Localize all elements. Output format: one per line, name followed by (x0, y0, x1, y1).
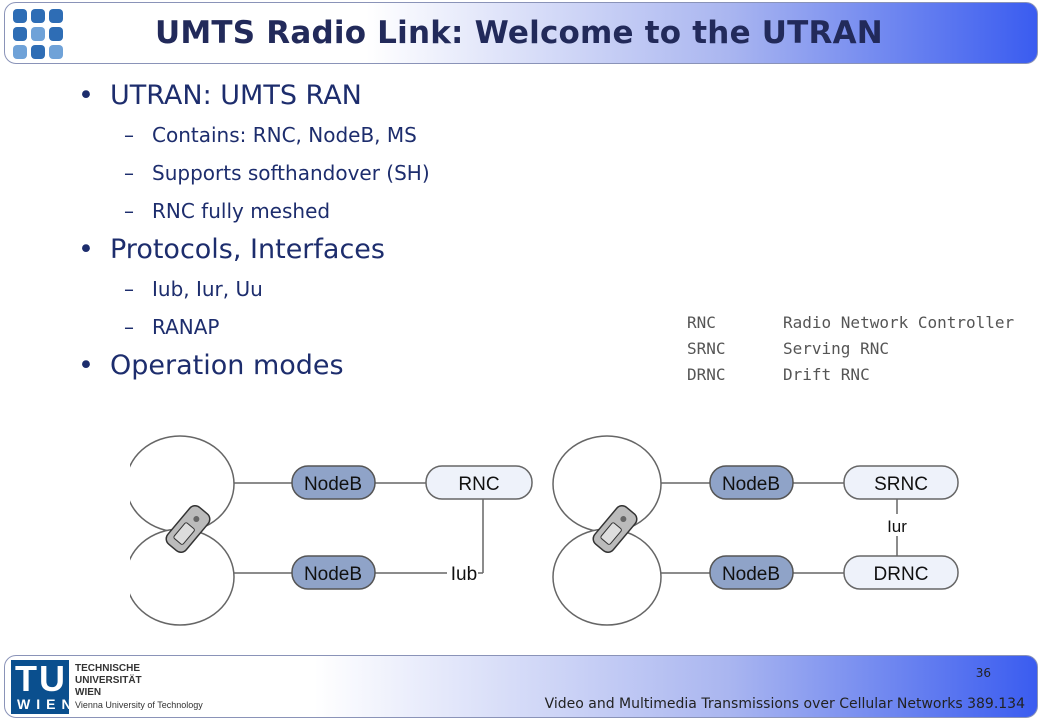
abbreviation-key: RNC (687, 313, 716, 332)
rnc-label: RNC (458, 474, 499, 495)
abbreviation-key: DRNC (687, 365, 726, 384)
dot-grid-logo-icon (13, 9, 65, 61)
sub-bullet-item: Supports softhandover (SH) (78, 154, 638, 192)
university-name-line: WIEN (75, 687, 102, 698)
right-topology: NodeB NodeB SRNC DRNC Iur (552, 435, 959, 626)
course-title: Video and Multimedia Transmissions over … (544, 696, 1025, 712)
abbreviation-meaning: Radio Network Controller (783, 313, 1015, 332)
nodeb-box (709, 555, 794, 590)
slide-footer: TU WIEN TECHNISCHE UNIVERSITÄT WIEN Vien… (4, 655, 1038, 718)
abbreviation-legend: RNC Radio Network Controller SRNC Serving … (687, 310, 1014, 388)
utran-diagram: NodeB NodeB RNC Iub NodeB NodeB SRNC DRN… (130, 435, 959, 626)
university-name-line: TECHNISCHE (75, 663, 141, 674)
iub-label: Iub (451, 564, 477, 585)
university-name-english: Vienna University of Technology (75, 700, 203, 710)
abbreviation-meaning: Drift RNC (783, 365, 870, 384)
nodeb-label: NodeB (304, 474, 362, 495)
sub-bullet-item: Contains: RNC, NodeB, MS (78, 116, 638, 154)
bullet-item: Operation modes (78, 346, 638, 386)
drnc-label: DRNC (874, 564, 929, 585)
bullet-list: UTRAN: UMTS RAN Contains: RNC, NodeB, MS… (78, 76, 638, 386)
nodeb-label: NodeB (722, 564, 780, 585)
cell-top (552, 435, 662, 533)
sub-bullet-item: RANAP (78, 308, 638, 346)
nodeb-label: NodeB (304, 564, 362, 585)
drnc-box (843, 555, 959, 590)
nodeb-box (291, 465, 376, 500)
abbreviation-row: DRNC Drift RNC (687, 362, 1014, 388)
left-topology: NodeB NodeB RNC Iub (130, 435, 533, 626)
nodeb-box (291, 555, 376, 590)
abbreviation-key: SRNC (687, 339, 726, 358)
mobile-phone-icon (592, 505, 638, 553)
university-name-line: UNIVERSITÄT (75, 675, 142, 686)
tu-logo-mark: TU WIEN (11, 658, 72, 714)
srnc-box (843, 465, 959, 500)
abbreviation-row: SRNC Serving RNC (687, 336, 1014, 362)
abbreviation-row: RNC Radio Network Controller (687, 310, 1014, 336)
tu-wien-logo: TU WIEN TECHNISCHE UNIVERSITÄT WIEN Vien… (11, 658, 207, 714)
abbreviation-meaning: Serving RNC (783, 339, 889, 358)
slide-title: UMTS Radio Link: Welcome to the UTRAN (155, 15, 883, 51)
wien-logo-text: WIEN (17, 696, 78, 712)
bullet-item: UTRAN: UMTS RAN (78, 76, 638, 116)
tu-logo-text: TU (15, 658, 67, 699)
nodeb-box (709, 465, 794, 500)
university-name: TECHNISCHE UNIVERSITÄT WIEN Vienna Unive… (75, 663, 203, 711)
sub-bullet-item: Iub, Iur, Uu (78, 270, 638, 308)
slide-header: UMTS Radio Link: Welcome to the UTRAN (4, 2, 1038, 64)
srnc-label: SRNC (874, 474, 928, 495)
mobile-phone-icon (165, 505, 211, 553)
bullet-item: Protocols, Interfaces (78, 230, 638, 270)
nodeb-label: NodeB (722, 474, 780, 495)
page-number: 36 (975, 666, 991, 680)
iur-label: Iur (887, 517, 907, 536)
rnc-box (425, 465, 533, 500)
sub-bullet-item: RNC fully meshed (78, 192, 638, 230)
